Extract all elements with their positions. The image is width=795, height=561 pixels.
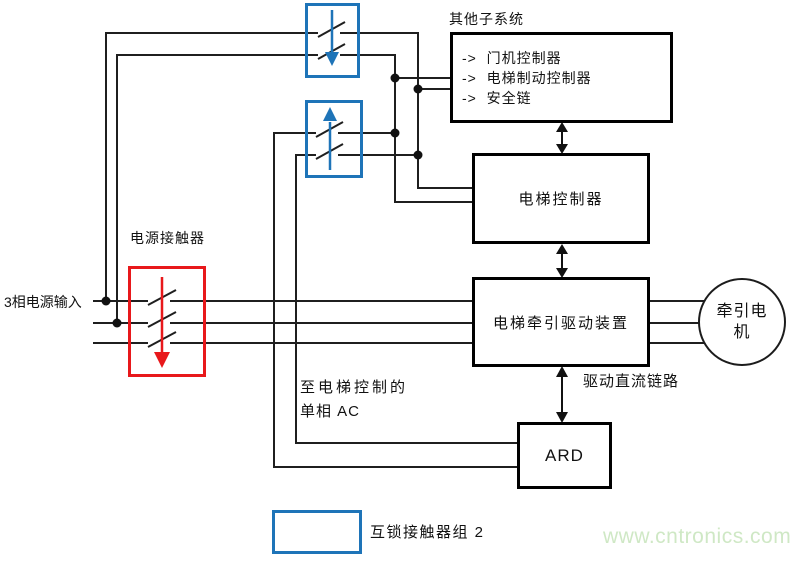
single-phase-ac-line1: 至电梯控制的 [300,379,409,396]
three-phase-input-label: 3相电源输入 [4,294,82,310]
three-phase-wires [93,300,473,344]
interlock-1-arrow [325,10,339,66]
power-contactor-arrow [154,277,170,368]
signal-arrow-drive-ard [556,366,568,423]
interlock-2-arrow [323,107,337,170]
ard-box: ARD [517,422,612,489]
traction-motor-circle: 牵引电机 [698,278,786,366]
power-contactor-label: 电源接触器 [130,230,205,246]
subsystem-item-brake-controller: -> 电梯制动控制器 [462,69,592,86]
elevator-controller-box: 电梯控制器 [472,153,650,244]
subsystems-title: 其他子系统 [449,11,524,27]
dc-link-label: 驱动直流链路 [583,373,680,390]
watermark: www.cntronics.com [603,525,792,548]
single-phase-ac-label: 至电梯控制的 单相 AC [300,376,408,424]
interlock-contactor-1-box [305,3,360,78]
power-contactor-box [128,266,206,377]
junction-dots [101,73,423,328]
single-phase-ac-line2: 单相 AC [300,403,361,420]
subsystems-box: -> 门机控制器 -> 电梯制动控制器 -> 安全链 [450,32,673,123]
signal-arrow-controller-drive [556,244,568,278]
signal-arrow-subsystems-controller [556,122,568,154]
traction-drive-box: 电梯牵引驱动装置 [472,277,650,367]
subsystem-item-door-controller: -> 门机控制器 [462,49,562,66]
interlock-contactor-2-box [305,100,363,178]
motor-feed-wires [650,300,705,344]
legend-interlock-box [272,510,362,554]
legend-label: 互锁接触器组 2 [370,524,485,541]
subsystem-item-safety-chain: -> 安全链 [462,89,532,106]
